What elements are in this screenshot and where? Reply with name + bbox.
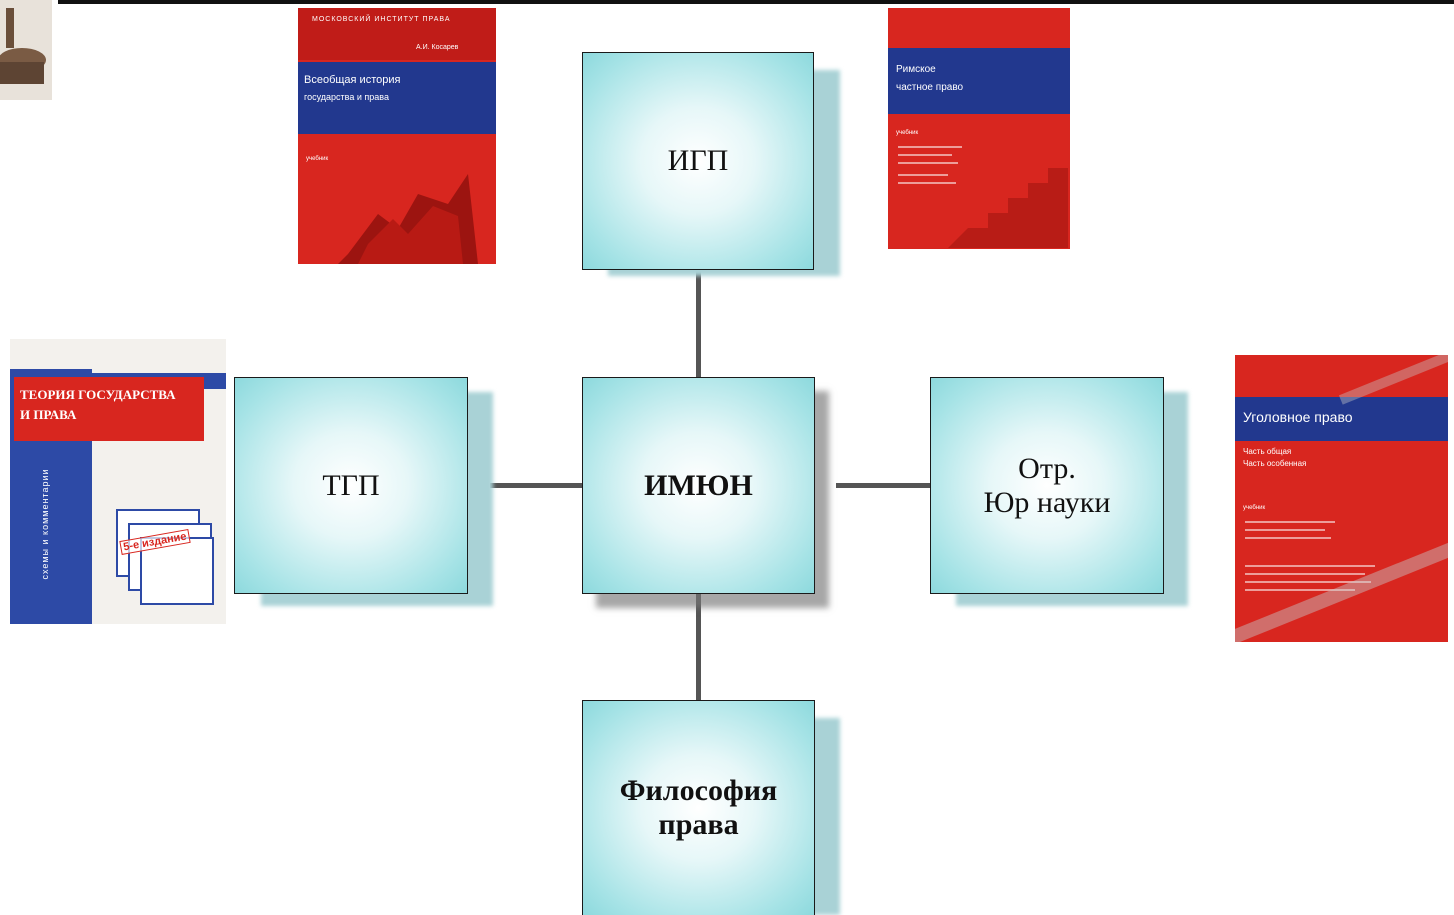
book-roman-title-line1: Римское — [896, 64, 936, 75]
book-roman-subtitle: учебник — [896, 130, 919, 136]
node-industry-sciences: Отр. Юр науки — [930, 377, 1164, 594]
book-theory-title-line2: И ПРАВА — [20, 407, 77, 422]
book-criminal-title: Уголовное право — [1243, 409, 1353, 425]
sculpture-image — [338, 174, 478, 264]
book-roman-text-line — [898, 182, 956, 184]
book-history-title-line1: Всеобщая история — [304, 74, 401, 86]
connector-top — [696, 270, 701, 378]
node-industry-line2: Юр науки — [983, 485, 1111, 519]
connector-left — [490, 483, 584, 488]
book-roman-text-line — [898, 154, 952, 156]
node-igp: ИГП — [582, 52, 814, 270]
book-roman-title-line2: частное право — [896, 82, 964, 93]
book-history-author: А.И. Косарев — [416, 44, 459, 51]
book-criminal-line1: Часть общая — [1243, 447, 1292, 456]
gavel-icon — [0, 0, 52, 100]
node-igp-label: ИГП — [667, 144, 729, 177]
node-industry-line1: Отр. — [1018, 451, 1076, 485]
book-criminal-text-line — [1245, 589, 1355, 591]
book-criminal-text-line — [1245, 565, 1375, 567]
connector-bottom — [696, 593, 701, 701]
book-cover-criminal: Уголовное право Часть общая Часть особен… — [1235, 355, 1448, 642]
book-theory-title-line1: ТЕОРИЯ ГОСУДАРСТВА — [20, 387, 176, 402]
staircase-image — [948, 168, 1068, 248]
book-history-title-line2: государства и права — [304, 92, 389, 102]
book-history-header: МОСКОВСКИЙ ИНСТИТУТ ПРАВА — [312, 16, 451, 23]
book-criminal-text-line — [1245, 529, 1325, 531]
node-tgp: ТГП — [234, 377, 468, 594]
connector-right — [836, 483, 932, 488]
node-philosophy-line1: Философия — [619, 774, 778, 807]
book-criminal-text-line — [1245, 581, 1371, 583]
book-criminal-text-line — [1245, 573, 1365, 575]
node-tgp-label: ТГП — [322, 468, 380, 502]
node-philosophy-of-law: Философия права — [582, 700, 815, 915]
top-rule — [58, 0, 1454, 4]
book-criminal-text-line — [1245, 521, 1335, 523]
book-cover-theory: ТЕОРИЯ ГОСУДАРСТВА И ПРАВА схемы и комме… — [10, 339, 226, 624]
node-philosophy-line2: права — [658, 808, 739, 841]
book-theory-side-text: схемы и комментарии — [40, 468, 50, 580]
book-cover-history: МОСКОВСКИЙ ИНСТИТУТ ПРАВА А.И. Косарев В… — [298, 8, 496, 264]
book-history-subtitle: учебник — [306, 156, 329, 162]
node-imyun: ИМЮН — [582, 377, 815, 594]
node-imyun-label: ИМЮН — [644, 468, 753, 502]
book-roman-text-line — [898, 174, 948, 176]
book-criminal-text-line — [1245, 537, 1331, 539]
book-roman-text-line — [898, 162, 958, 164]
book-criminal-subtitle: учебник — [1243, 505, 1266, 511]
book-cover-roman: Римское частное право учебник — [888, 8, 1070, 249]
book-criminal-line2: Часть особенная — [1243, 459, 1307, 468]
book-roman-text-line — [898, 146, 962, 148]
